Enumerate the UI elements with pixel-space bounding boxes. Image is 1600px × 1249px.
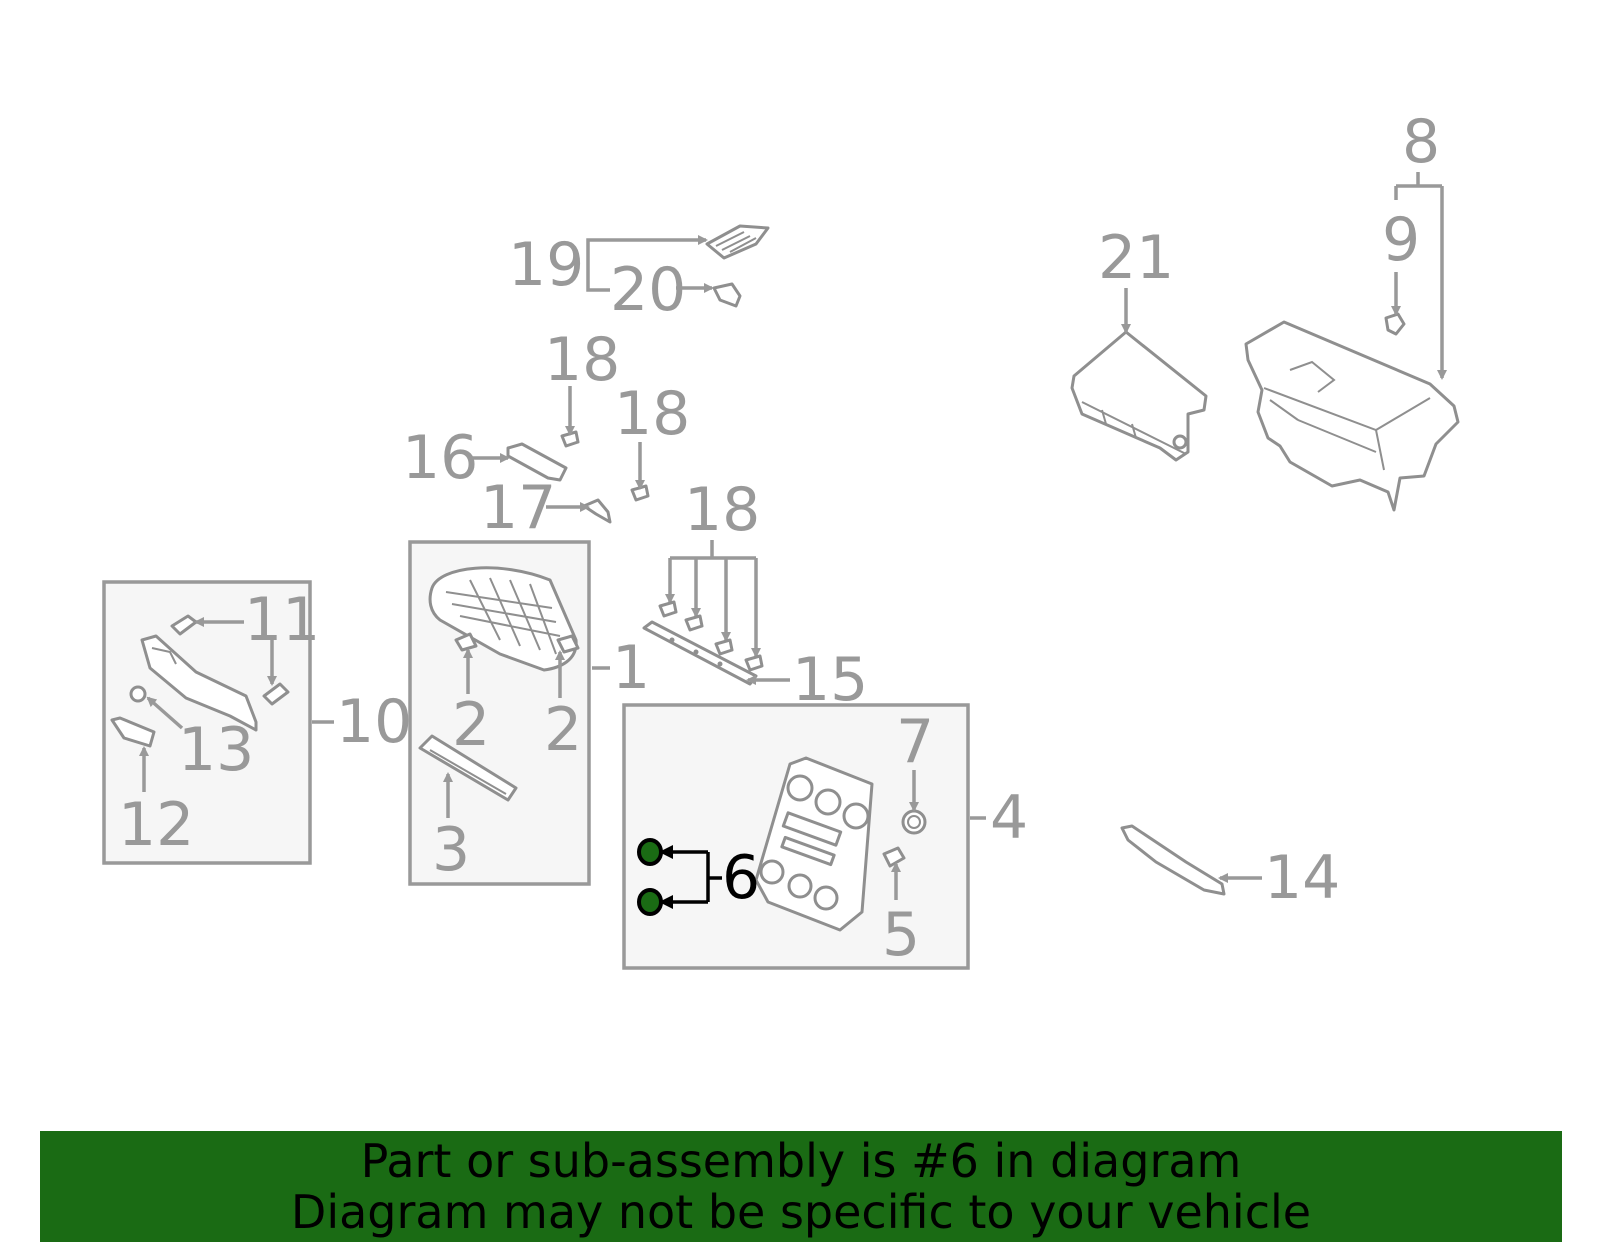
part-2-clip-b — [556, 634, 580, 654]
callout-3: 3 — [432, 815, 470, 885]
leader-8 — [1394, 172, 1442, 378]
part-18-clip-a — [560, 430, 580, 448]
part-21-airbag — [1070, 330, 1208, 462]
callout-2-b: 2 — [544, 695, 582, 765]
part-7-knob — [901, 809, 927, 835]
callout-8: 8 — [1402, 107, 1440, 177]
callout-2-a: 2 — [452, 690, 490, 760]
part-1-cluster-hood — [428, 566, 578, 672]
part-8-glove-box — [1244, 320, 1460, 512]
callout-19: 19 — [508, 230, 584, 300]
part-9-clip — [1384, 312, 1406, 336]
callout-15: 15 — [792, 645, 868, 715]
callout-1: 1 — [612, 633, 650, 703]
leader-18c — [670, 540, 756, 560]
part-14-trim — [1120, 824, 1226, 896]
banner-line-2: Diagram may not be specific to your vehi… — [290, 1185, 1312, 1239]
part-3-panel — [418, 734, 518, 802]
callout-18-b: 18 — [614, 379, 690, 449]
info-banner: Part or sub-assembly is #6 in diagram Di… — [40, 1131, 1562, 1242]
callout-18-a: 18 — [544, 325, 620, 395]
part-10-glove-handle — [140, 634, 258, 732]
part-4-control-panel — [754, 756, 874, 932]
callout-10: 10 — [336, 687, 412, 757]
callout-18-c: 18 — [684, 475, 760, 545]
callout-13: 13 — [178, 715, 254, 785]
callout-5: 5 — [882, 900, 920, 970]
part-11-clip-b — [262, 682, 290, 706]
leader-19b — [586, 264, 610, 292]
part-6-knob-lower — [637, 888, 663, 916]
callout-17: 17 — [480, 473, 556, 543]
part-12-latch — [110, 716, 156, 748]
callout-6: 6 — [722, 843, 760, 913]
callout-12: 12 — [118, 790, 194, 860]
callout-4: 4 — [990, 783, 1028, 853]
leader-13 — [146, 696, 184, 730]
part-17-clip — [582, 498, 612, 524]
callout-11: 11 — [244, 585, 320, 655]
part-18-clips-c — [658, 600, 764, 672]
banner-line-1: Part or sub-assembly is #6 in diagram — [360, 1134, 1242, 1188]
callout-14: 14 — [1264, 843, 1340, 913]
callout-7: 7 — [896, 707, 934, 777]
callout-16: 16 — [402, 423, 478, 493]
leader-19 — [586, 235, 708, 264]
callout-20: 20 — [610, 255, 686, 325]
callout-9: 9 — [1382, 205, 1420, 275]
part-15-strip — [642, 620, 758, 686]
part-6-knob-upper — [637, 838, 663, 866]
callout-21: 21 — [1098, 223, 1174, 293]
part-2-clip-a — [454, 632, 478, 652]
group-box-10 — [102, 580, 312, 865]
part-18-clip-b — [630, 484, 650, 502]
part-20-clip — [712, 282, 742, 308]
part-13-knob — [129, 685, 147, 703]
part-19-vent — [705, 224, 770, 260]
part-5-switch — [882, 846, 906, 868]
